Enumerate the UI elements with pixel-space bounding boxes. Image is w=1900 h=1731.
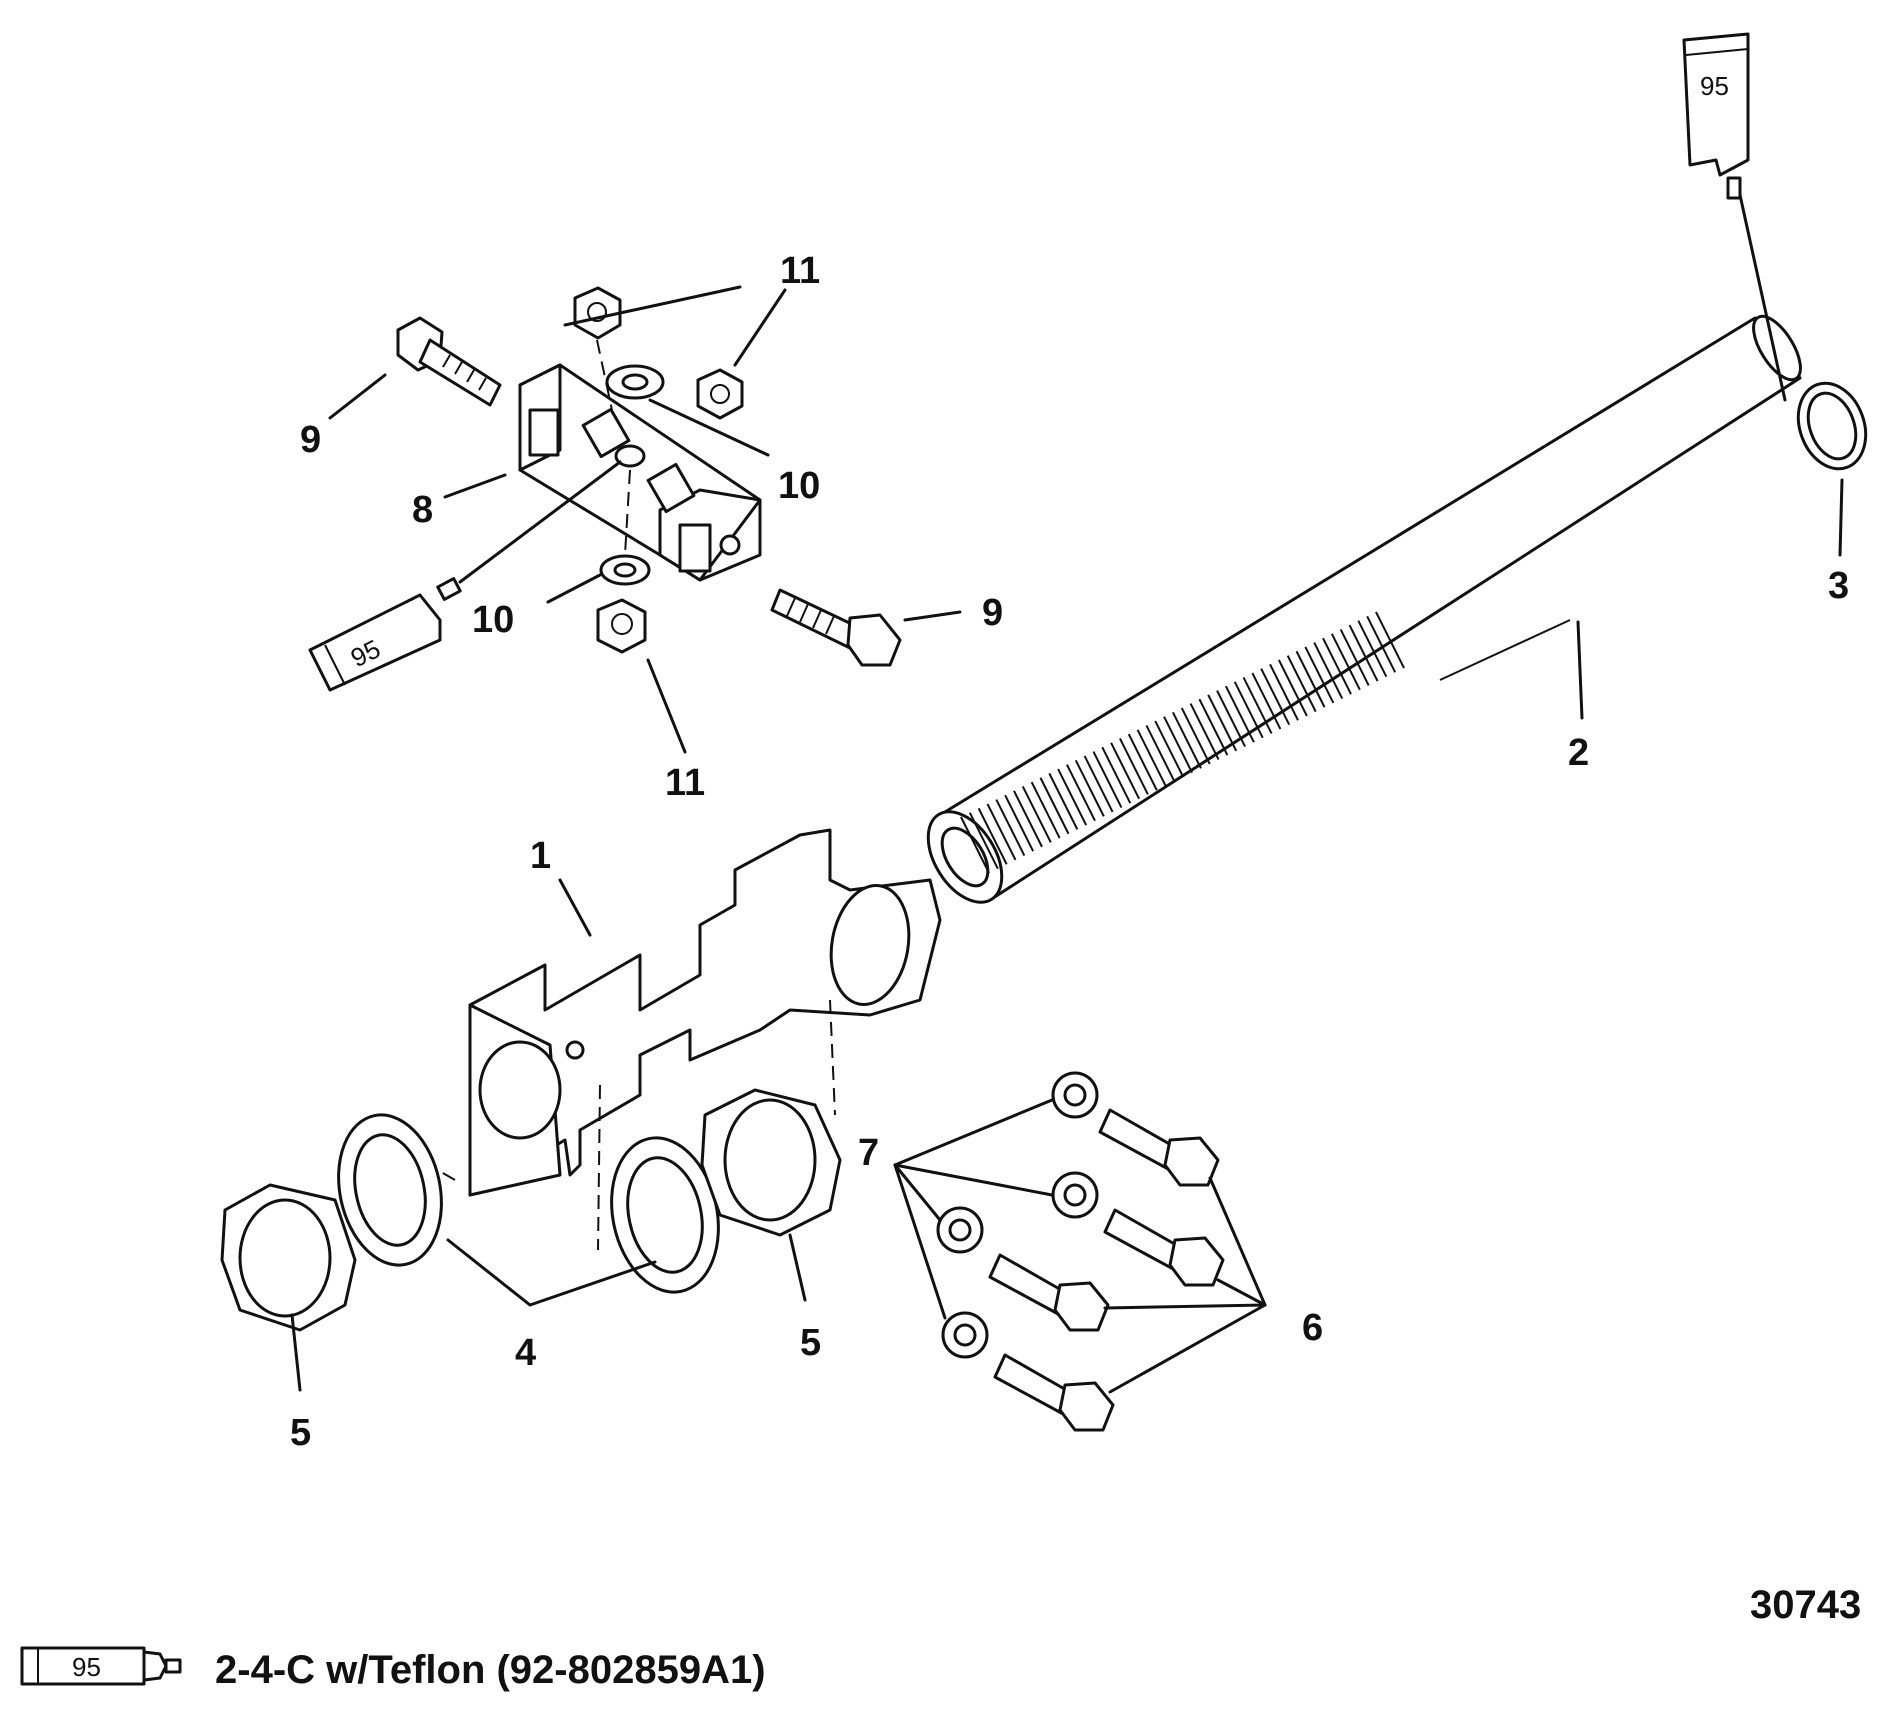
callout-labels: 11 9 8 10 10 9 11 1 2 3 4 5 5 7 6: [290, 250, 1849, 1454]
thread-line: [1277, 659, 1308, 717]
callout-5: 5: [800, 1322, 821, 1364]
callout-3: 3: [1828, 565, 1849, 607]
callout-7: 7: [858, 1132, 879, 1174]
callout-9: 9: [982, 592, 1003, 634]
callout-11: 11: [780, 250, 820, 292]
thread-line: [1110, 742, 1141, 800]
thread-line: [1304, 646, 1335, 704]
callout-11: 11: [665, 762, 705, 804]
figure-number: 30743: [1750, 1583, 1861, 1627]
thread-line: [1224, 685, 1255, 743]
hex-nut-part-5-left: [220, 1183, 357, 1332]
nut-part-11-right: [696, 368, 744, 420]
thread-line: [1330, 633, 1361, 691]
thread-line: [1313, 642, 1344, 699]
thread-line: [1322, 637, 1352, 695]
thread-line: [1339, 628, 1370, 686]
thread-line: [1286, 655, 1317, 713]
thread-line: [1189, 703, 1220, 761]
thread-line: [1163, 716, 1193, 774]
bolt-part-6-1: [1098, 1108, 1220, 1187]
lubricant-tube-icon: 95: [20, 1646, 182, 1686]
nut-part-11-top: [573, 286, 622, 340]
thread-line: [1295, 650, 1326, 708]
thread-line: [1251, 672, 1282, 730]
bolt-part-9-upper: [396, 316, 502, 407]
callout-5: 5: [290, 1412, 311, 1454]
thread-line: [1269, 663, 1299, 721]
bolt-part-6-3: [988, 1253, 1110, 1332]
thread-line: [1039, 777, 1070, 835]
lock-washer-part-7-3: [936, 1206, 984, 1254]
hex-nut-part-5-right: [700, 1088, 842, 1237]
thread-line: [960, 816, 990, 874]
thread-line: [1127, 733, 1158, 791]
thread-line: [1066, 764, 1096, 822]
legend: 95 2-4-C w/Teflon (92-802859A1): [20, 1646, 766, 1692]
thread-line: [1101, 746, 1132, 804]
thread-line: [977, 807, 1008, 865]
thread-line: [1145, 724, 1176, 782]
thread-line: [1119, 738, 1149, 795]
thread-line: [1083, 755, 1114, 813]
leader-lines: [290, 285, 1844, 1394]
lock-washer-part-7-1: [1051, 1071, 1099, 1119]
bolt-part-6-4: [993, 1353, 1115, 1432]
threaded-tube-part-2: [926, 314, 1802, 904]
thread-line: [1348, 624, 1379, 682]
callout-4: 4: [515, 1332, 536, 1374]
thread-line: [986, 803, 1017, 861]
thread-line: [1074, 759, 1105, 817]
callout-10: 10: [778, 465, 820, 507]
thread-line: [1048, 772, 1079, 830]
bolt-part-6-2: [1103, 1208, 1225, 1287]
lubricant-tube-icon-left: 95: [308, 460, 622, 692]
thread-line: [1216, 690, 1246, 747]
lubricant-tube-label: 95: [1700, 71, 1729, 101]
thread-line: [1198, 698, 1229, 756]
thread-line: [995, 799, 1026, 857]
lock-washer-part-7-4: [941, 1311, 989, 1359]
lubricant-tube-icon: 95: [1682, 32, 1787, 402]
bracket-block-part-8: [518, 363, 762, 582]
o-ring-part-3: [1796, 381, 1868, 471]
callout-1: 1: [530, 835, 551, 877]
nut-part-11-bottom: [596, 598, 647, 654]
thread-line: [1057, 768, 1088, 826]
thread-line: [1030, 781, 1061, 839]
washer-part-10-lower: [599, 554, 651, 586]
callout-6: 6: [1302, 1307, 1323, 1349]
mounting-bracket-part-1: [468, 828, 942, 1197]
thread-line: [1375, 611, 1405, 669]
thread-line: [1092, 751, 1123, 809]
thread-line: [1207, 694, 1238, 752]
bolt-part-9-lower: [770, 588, 902, 667]
thread-line: [1021, 786, 1052, 843]
thread-line: [1004, 794, 1035, 852]
thread-line: [1242, 676, 1273, 734]
callout-8: 8: [412, 489, 433, 531]
callout-9: 9: [300, 419, 321, 461]
lock-washer-part-4-right: [610, 1136, 720, 1294]
thread-line: [1136, 729, 1167, 787]
thread-line: [1233, 681, 1264, 739]
legend-text: 2-4-C w/Teflon (92-802859A1): [215, 1648, 766, 1692]
thread-line: [1260, 668, 1291, 726]
thread-line: [1013, 790, 1043, 848]
washer-part-10-upper: [605, 364, 665, 400]
thread-line: [1172, 711, 1202, 769]
thread-line: [968, 812, 999, 870]
lock-washer-part-4-left: [337, 1113, 443, 1267]
thread-line: [1357, 620, 1388, 678]
callout-10: 10: [472, 599, 514, 641]
thread-line: [1180, 707, 1211, 765]
lock-washer-part-7-2: [1051, 1171, 1099, 1219]
thread-line: [1154, 720, 1185, 778]
lubricant-tube-label: 95: [72, 1652, 101, 1682]
callout-2: 2: [1568, 732, 1589, 774]
thread-line: [1366, 615, 1397, 673]
